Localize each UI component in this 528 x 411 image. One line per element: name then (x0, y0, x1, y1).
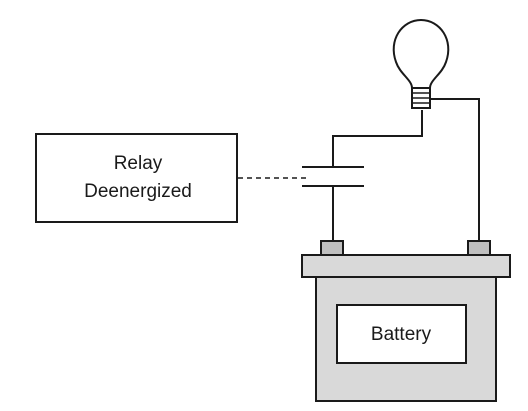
battery-positive-terminal (467, 240, 491, 256)
wire-bulb-to-battery-positive (426, 98, 480, 241)
battery-negative-terminal (320, 240, 344, 256)
relay-label-line2: Deenergized (84, 181, 192, 202)
battery-icon: Battery (301, 240, 511, 402)
relay-box: Relay Deenergized (35, 133, 238, 223)
battery-label-panel (336, 304, 467, 364)
relay-contact-icon (302, 166, 364, 187)
wire-bulb-to-contact (332, 110, 423, 167)
relay-label-line1: Relay (114, 153, 163, 174)
battery-label: Battery (371, 324, 432, 345)
light-bulb-icon (392, 18, 450, 109)
